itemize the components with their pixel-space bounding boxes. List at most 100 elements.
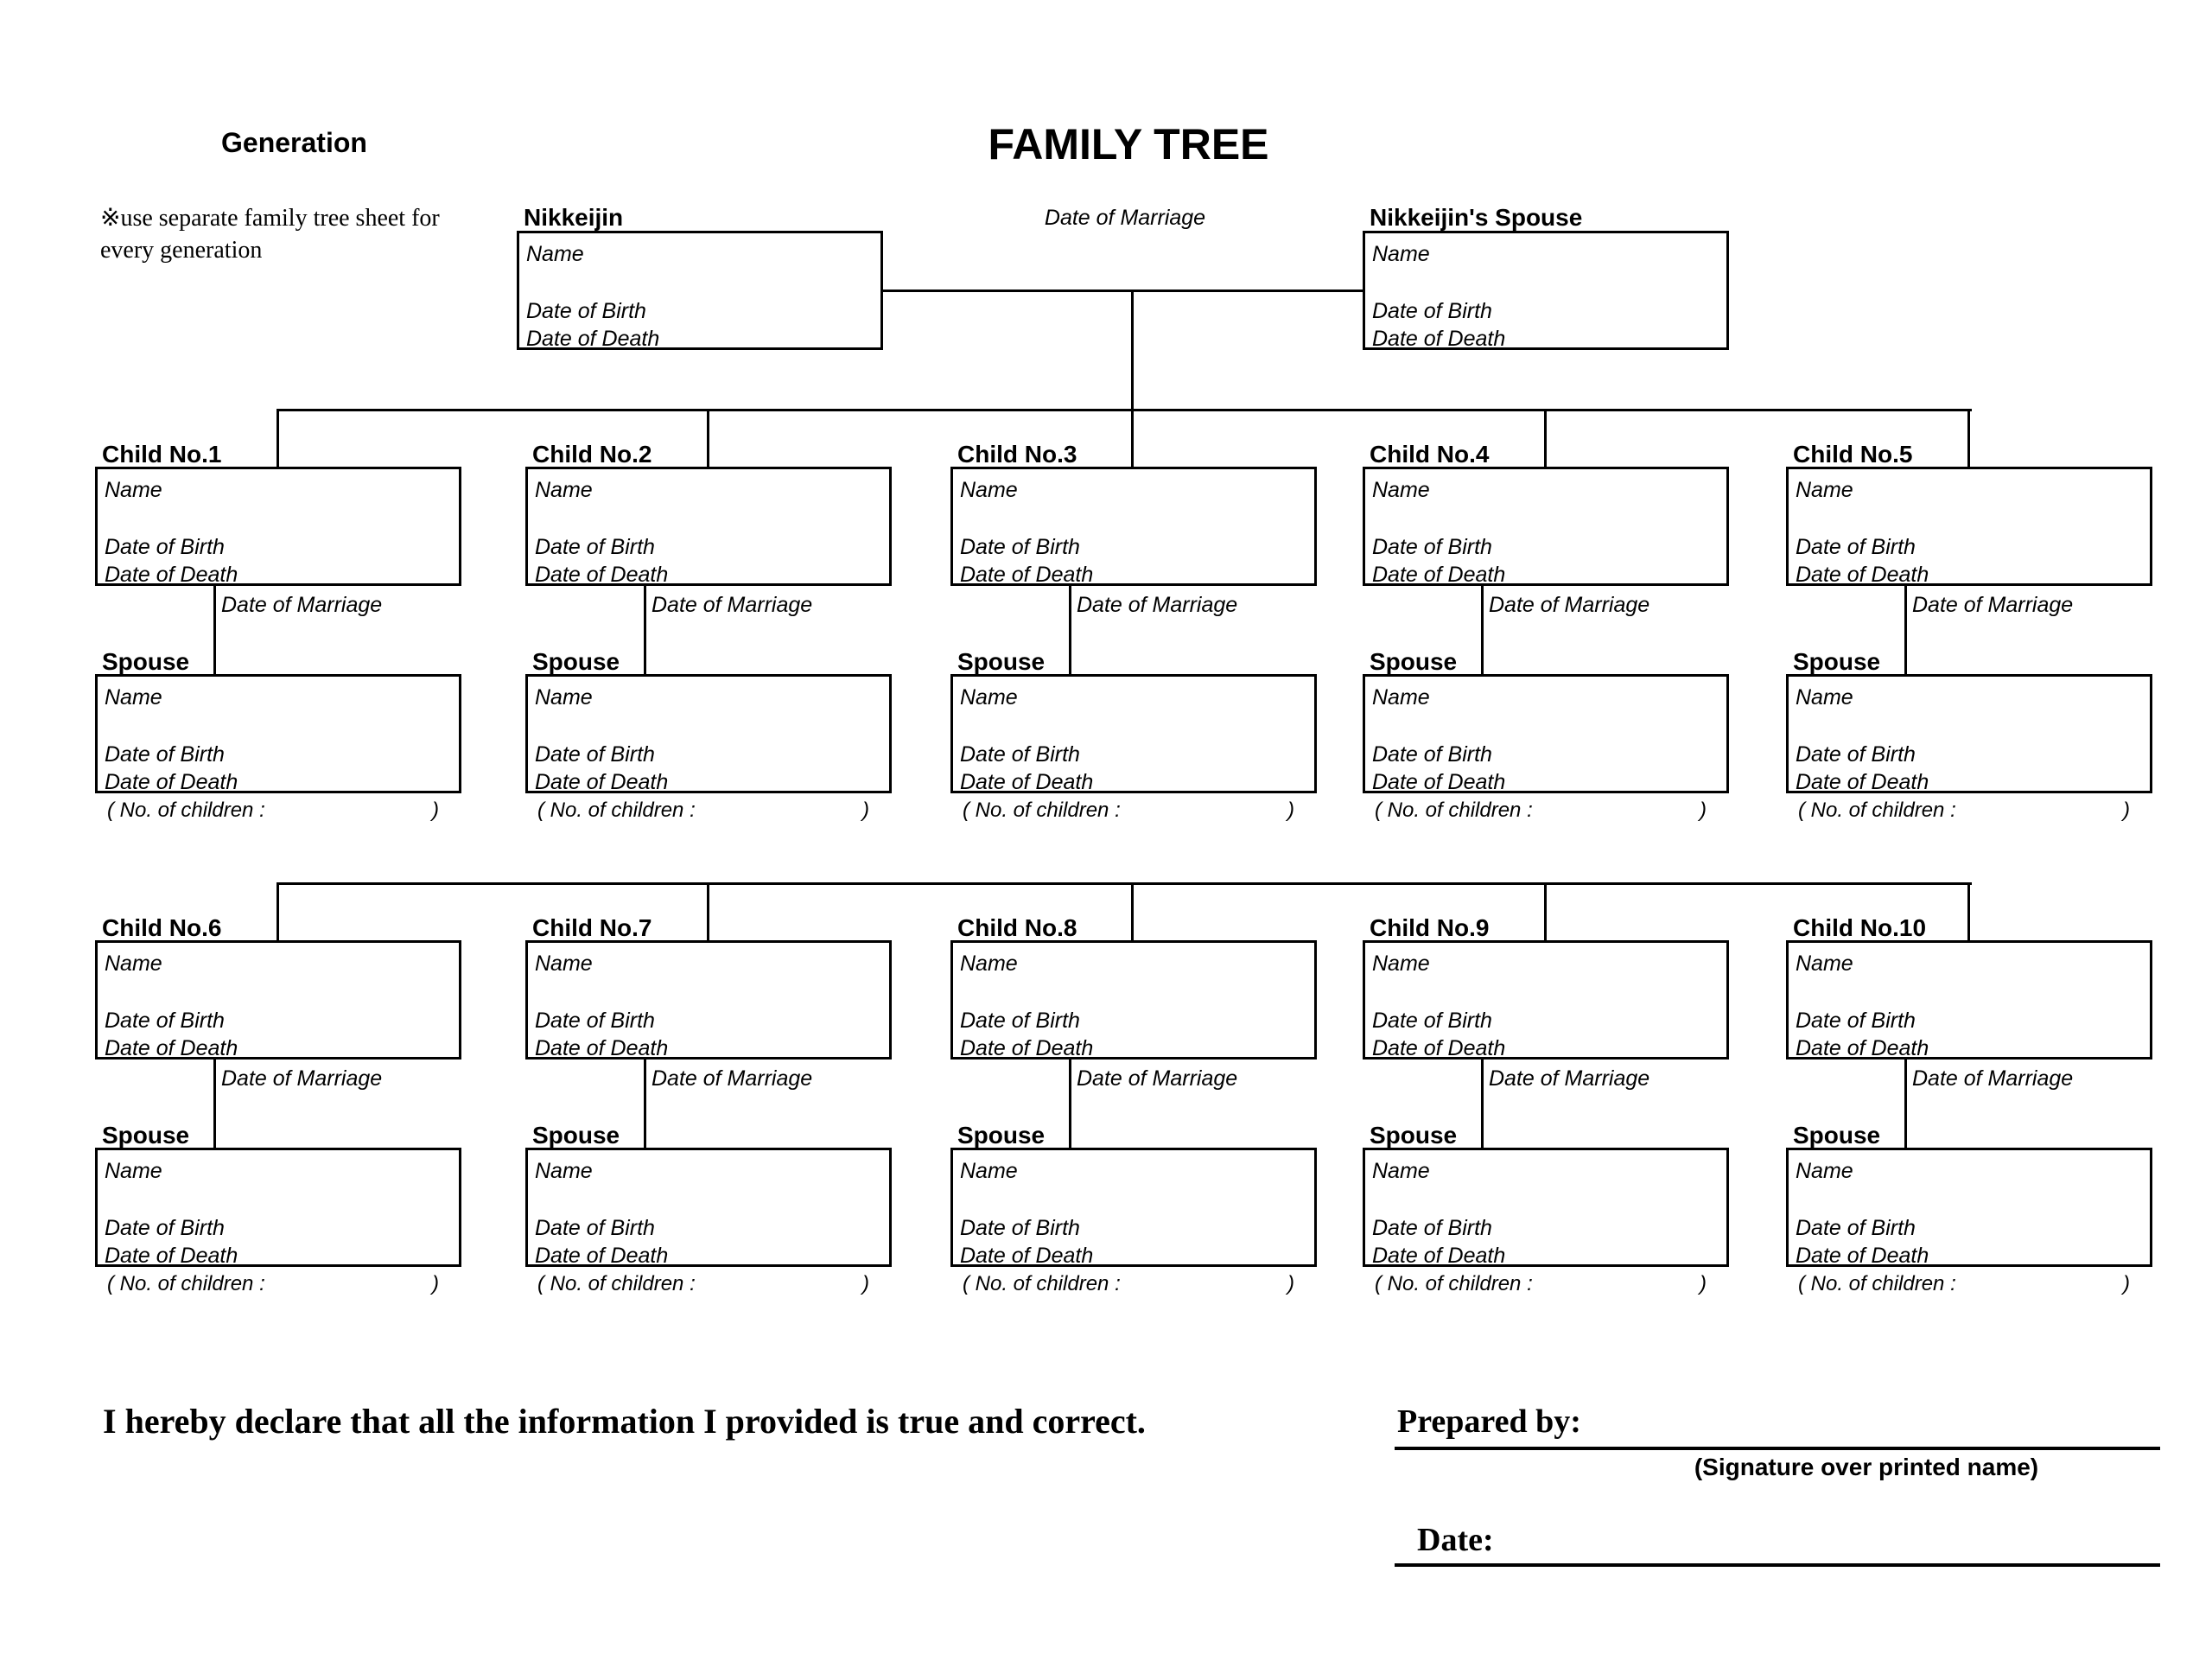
no-of-children-row[interactable]: ( No. of children : )	[1798, 798, 2130, 824]
child-block-1: Child No.1 Name Date of Birth Date of De…	[95, 442, 461, 827]
child-drop-line	[1131, 409, 1134, 467]
name-field-label: Name	[1372, 1159, 1430, 1183]
spouse-info-box[interactable]: Name Date of Birth Date of Death	[1786, 674, 2152, 793]
date-of-birth-field-label: Date of Birth	[105, 535, 225, 559]
child-info-box[interactable]: Name Date of Birth Date of Death	[95, 940, 461, 1060]
no-of-children-close-paren: )	[1700, 1272, 1707, 1295]
date-of-marriage-label: Date of Marriage	[652, 593, 813, 617]
spouse-label: Spouse	[1370, 648, 1458, 675]
child-info-box[interactable]: Name Date of Birth Date of Death	[525, 940, 892, 1060]
spouse-info-box[interactable]: Name Date of Birth Date of Death	[95, 1148, 461, 1267]
no-of-children-row[interactable]: ( No. of children : )	[963, 1271, 1294, 1297]
date-of-death-field-label: Date of Death	[1372, 1036, 1506, 1060]
date-of-death-field-label: Date of Death	[960, 1244, 1094, 1268]
no-of-children-row[interactable]: ( No. of children : )	[1375, 798, 1707, 824]
child-info-box[interactable]: Name Date of Birth Date of Death	[525, 467, 892, 586]
date-of-marriage-label: Date of Marriage	[1912, 593, 2074, 617]
no-of-children-label: ( No. of children :	[963, 1272, 1121, 1295]
spouse-label: Spouse	[957, 648, 1046, 675]
child-info-box[interactable]: Name Date of Birth Date of Death	[950, 467, 1317, 586]
spouse-info-box[interactable]: Name Date of Birth Date of Death	[525, 674, 892, 793]
date-of-birth-field-label: Date of Birth	[960, 1009, 1080, 1033]
prepared-by-label: Prepared by:	[1397, 1403, 1581, 1440]
declaration-text: I hereby declare that all the informatio…	[103, 1402, 1146, 1441]
nikkeijin-spouse-info-box[interactable]: Name Date of Birth Date of Death	[1363, 231, 1729, 350]
spouse-label: Spouse	[1370, 1122, 1458, 1149]
no-of-children-row[interactable]: ( No. of children : )	[1375, 1271, 1707, 1297]
name-field-label: Name	[1796, 685, 1853, 710]
date-of-birth-field-label: Date of Birth	[960, 535, 1080, 559]
date-of-birth-field-label: Date of Birth	[535, 742, 655, 767]
child-info-box[interactable]: Name Date of Birth Date of Death	[1786, 467, 2152, 586]
no-of-children-label: ( No. of children :	[1375, 799, 1533, 822]
date-of-death-field-label: Date of Death	[526, 327, 660, 351]
date-of-birth-field-label: Date of Birth	[1372, 1009, 1492, 1033]
generation-label: Generation	[221, 127, 367, 158]
no-of-children-label: ( No. of children :	[107, 799, 265, 822]
date-of-birth-field-label: Date of Birth	[535, 1009, 655, 1033]
no-of-children-row[interactable]: ( No. of children : )	[107, 798, 439, 824]
child-drop-line	[276, 409, 279, 467]
name-field-label: Name	[1796, 1159, 1853, 1183]
note-text: ※use separate family tree sheet for ever…	[100, 202, 498, 266]
date-of-marriage-label: Date of Marriage	[221, 593, 383, 617]
date-of-birth-field-label: Date of Birth	[1796, 1009, 1916, 1033]
name-field-label: Name	[105, 685, 162, 710]
marriage-connector-line	[1481, 1060, 1484, 1148]
date-line[interactable]	[1395, 1563, 2160, 1567]
date-of-birth-field-label: Date of Birth	[1372, 535, 1492, 559]
signature-line[interactable]	[1395, 1447, 2160, 1450]
no-of-children-row[interactable]: ( No. of children : )	[1798, 1271, 2130, 1297]
spouse-info-box[interactable]: Name Date of Birth Date of Death	[1363, 674, 1729, 793]
child-block-2: Child No.2 Name Date of Birth Date of De…	[525, 442, 892, 827]
child-info-box[interactable]: Name Date of Birth Date of Death	[950, 940, 1317, 1060]
child-block-8: Child No.8 Name Date of Birth Date of De…	[950, 916, 1317, 1301]
child-number-label: Child No.8	[957, 914, 1077, 941]
no-of-children-row[interactable]: ( No. of children : )	[107, 1271, 439, 1297]
date-of-birth-field-label: Date of Birth	[960, 742, 1080, 767]
child-number-label: Child No.2	[532, 441, 652, 468]
spouse-info-box[interactable]: Name Date of Birth Date of Death	[950, 1148, 1317, 1267]
child-drop-line	[707, 409, 709, 467]
spouse-info-box[interactable]: Name Date of Birth Date of Death	[95, 674, 461, 793]
date-of-birth-field-label: Date of Birth	[105, 742, 225, 767]
name-field-label: Name	[1796, 951, 1853, 976]
no-of-children-row[interactable]: ( No. of children : )	[537, 798, 869, 824]
spouse-label: Spouse	[102, 648, 190, 675]
date-of-death-field-label: Date of Death	[105, 1244, 238, 1268]
nikkeijin-info-box[interactable]: Name Date of Birth Date of Death	[517, 231, 883, 350]
date-of-birth-field-label: Date of Birth	[535, 1216, 655, 1240]
note-line-1: ※use separate family tree sheet for	[100, 205, 440, 232]
child-block-6: Child No.6 Name Date of Birth Date of De…	[95, 916, 461, 1301]
date-of-death-field-label: Date of Death	[1372, 327, 1506, 351]
parents-descent-line	[1131, 290, 1134, 410]
parents-date-of-marriage-label: Date of Marriage	[1044, 206, 1206, 230]
child-info-box[interactable]: Name Date of Birth Date of Death	[95, 467, 461, 586]
name-field-label: Name	[535, 685, 593, 710]
child-drop-line	[707, 882, 709, 940]
child-number-label: Child No.10	[1793, 914, 1927, 941]
spouse-info-box[interactable]: Name Date of Birth Date of Death	[1786, 1148, 2152, 1267]
child-info-box[interactable]: Name Date of Birth Date of Death	[1786, 940, 2152, 1060]
child-info-box[interactable]: Name Date of Birth Date of Death	[1363, 940, 1729, 1060]
marriage-connector-line	[1904, 586, 1907, 674]
child-info-box[interactable]: Name Date of Birth Date of Death	[1363, 467, 1729, 586]
date-of-birth-field-label: Date of Birth	[105, 1009, 225, 1033]
date-of-marriage-label: Date of Marriage	[221, 1066, 383, 1091]
date-of-birth-field-label: Date of Birth	[105, 1216, 225, 1240]
no-of-children-row[interactable]: ( No. of children : )	[963, 798, 1294, 824]
marriage-connector-line	[1069, 1060, 1071, 1148]
date-of-death-field-label: Date of Death	[960, 1036, 1094, 1060]
child-number-label: Child No.1	[102, 441, 222, 468]
marriage-connector-line	[644, 1060, 646, 1148]
marriage-connector-line	[1069, 586, 1071, 674]
spouse-info-box[interactable]: Name Date of Birth Date of Death	[1363, 1148, 1729, 1267]
spouse-info-box[interactable]: Name Date of Birth Date of Death	[950, 674, 1317, 793]
child-drop-line	[1544, 882, 1547, 940]
spouse-label: Spouse	[957, 1122, 1046, 1149]
spouse-info-box[interactable]: Name Date of Birth Date of Death	[525, 1148, 892, 1267]
page-title: FAMILY TREE	[988, 120, 1269, 169]
spouse-label: Spouse	[102, 1122, 190, 1149]
date-of-birth-field-label: Date of Birth	[1796, 1216, 1916, 1240]
no-of-children-row[interactable]: ( No. of children : )	[537, 1271, 869, 1297]
